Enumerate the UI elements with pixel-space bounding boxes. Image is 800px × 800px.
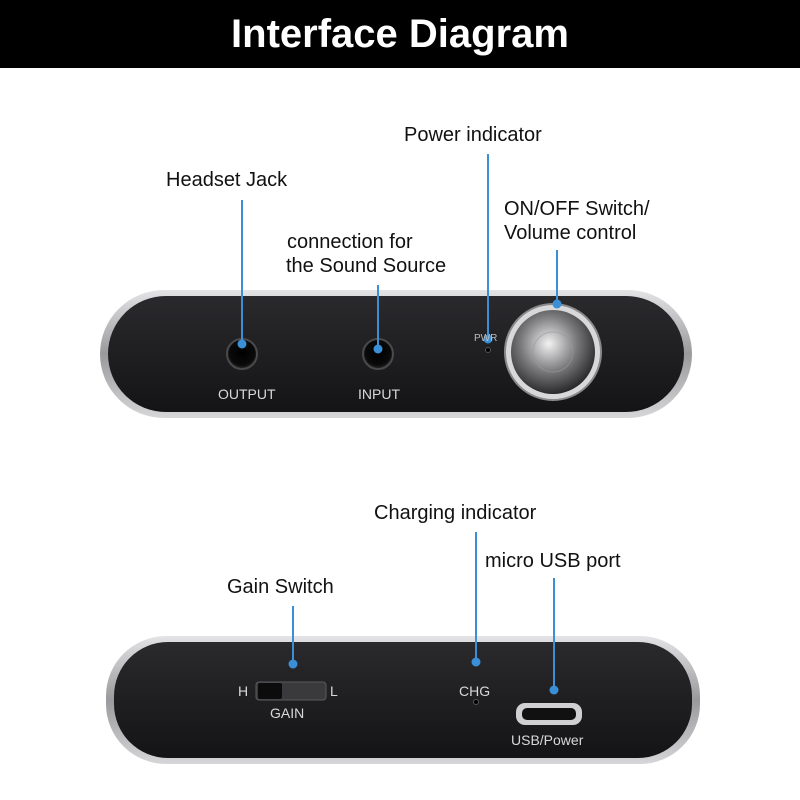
callout-gain-switch: Gain Switch <box>227 576 334 598</box>
panel-label-l: L <box>330 683 338 699</box>
leader-dot-micro-usb <box>549 685 559 695</box>
bottom-panel <box>106 636 700 764</box>
callout-headset-jack: Headset Jack <box>166 169 288 191</box>
diagram-title: Interface Diagram <box>231 12 569 56</box>
title-banner <box>0 0 800 68</box>
leader-lines <box>237 154 562 695</box>
panel-label-pwr: PWR <box>474 333 498 344</box>
leader-dot-headset-jack <box>237 339 247 349</box>
power-indicator-led <box>485 347 491 353</box>
panel-label-gain: GAIN <box>270 705 305 721</box>
volume-knob <box>511 310 595 394</box>
panel-label-usb-power: USB/Power <box>511 732 584 748</box>
callout-power-indicator: Power indicator <box>404 124 542 146</box>
top-panel <box>100 290 692 418</box>
leader-dot-switch <box>552 299 562 309</box>
panel-label-output: OUTPUT <box>218 386 276 402</box>
volume-knob-detail <box>532 331 574 373</box>
callout-charging-indicator: Charging indicator <box>374 502 537 524</box>
leader-dot-power-indicator <box>483 334 493 344</box>
panel-label-chg: CHG <box>459 683 491 699</box>
leader-dot-gain-switch <box>288 659 298 669</box>
leader-dot-charging-indicator <box>471 657 481 667</box>
bottom-panel-face <box>114 642 692 758</box>
gain-switch-slider <box>258 683 282 699</box>
callout-sound-source-line1: connection for <box>287 231 413 253</box>
callout-switch-line2: Volume control <box>504 222 637 244</box>
callout-switch-line1: ON/OFF Switch/ <box>504 198 650 220</box>
charging-indicator-led <box>473 699 479 705</box>
leader-dot-sound-source <box>373 344 383 354</box>
callout-sound-source-line2: the Sound Source <box>286 255 447 277</box>
usb-port-opening <box>522 708 576 720</box>
panel-label-input: INPUT <box>358 386 400 402</box>
callout-micro-usb: micro USB port <box>485 550 621 572</box>
panel-label-h: H <box>238 683 249 699</box>
